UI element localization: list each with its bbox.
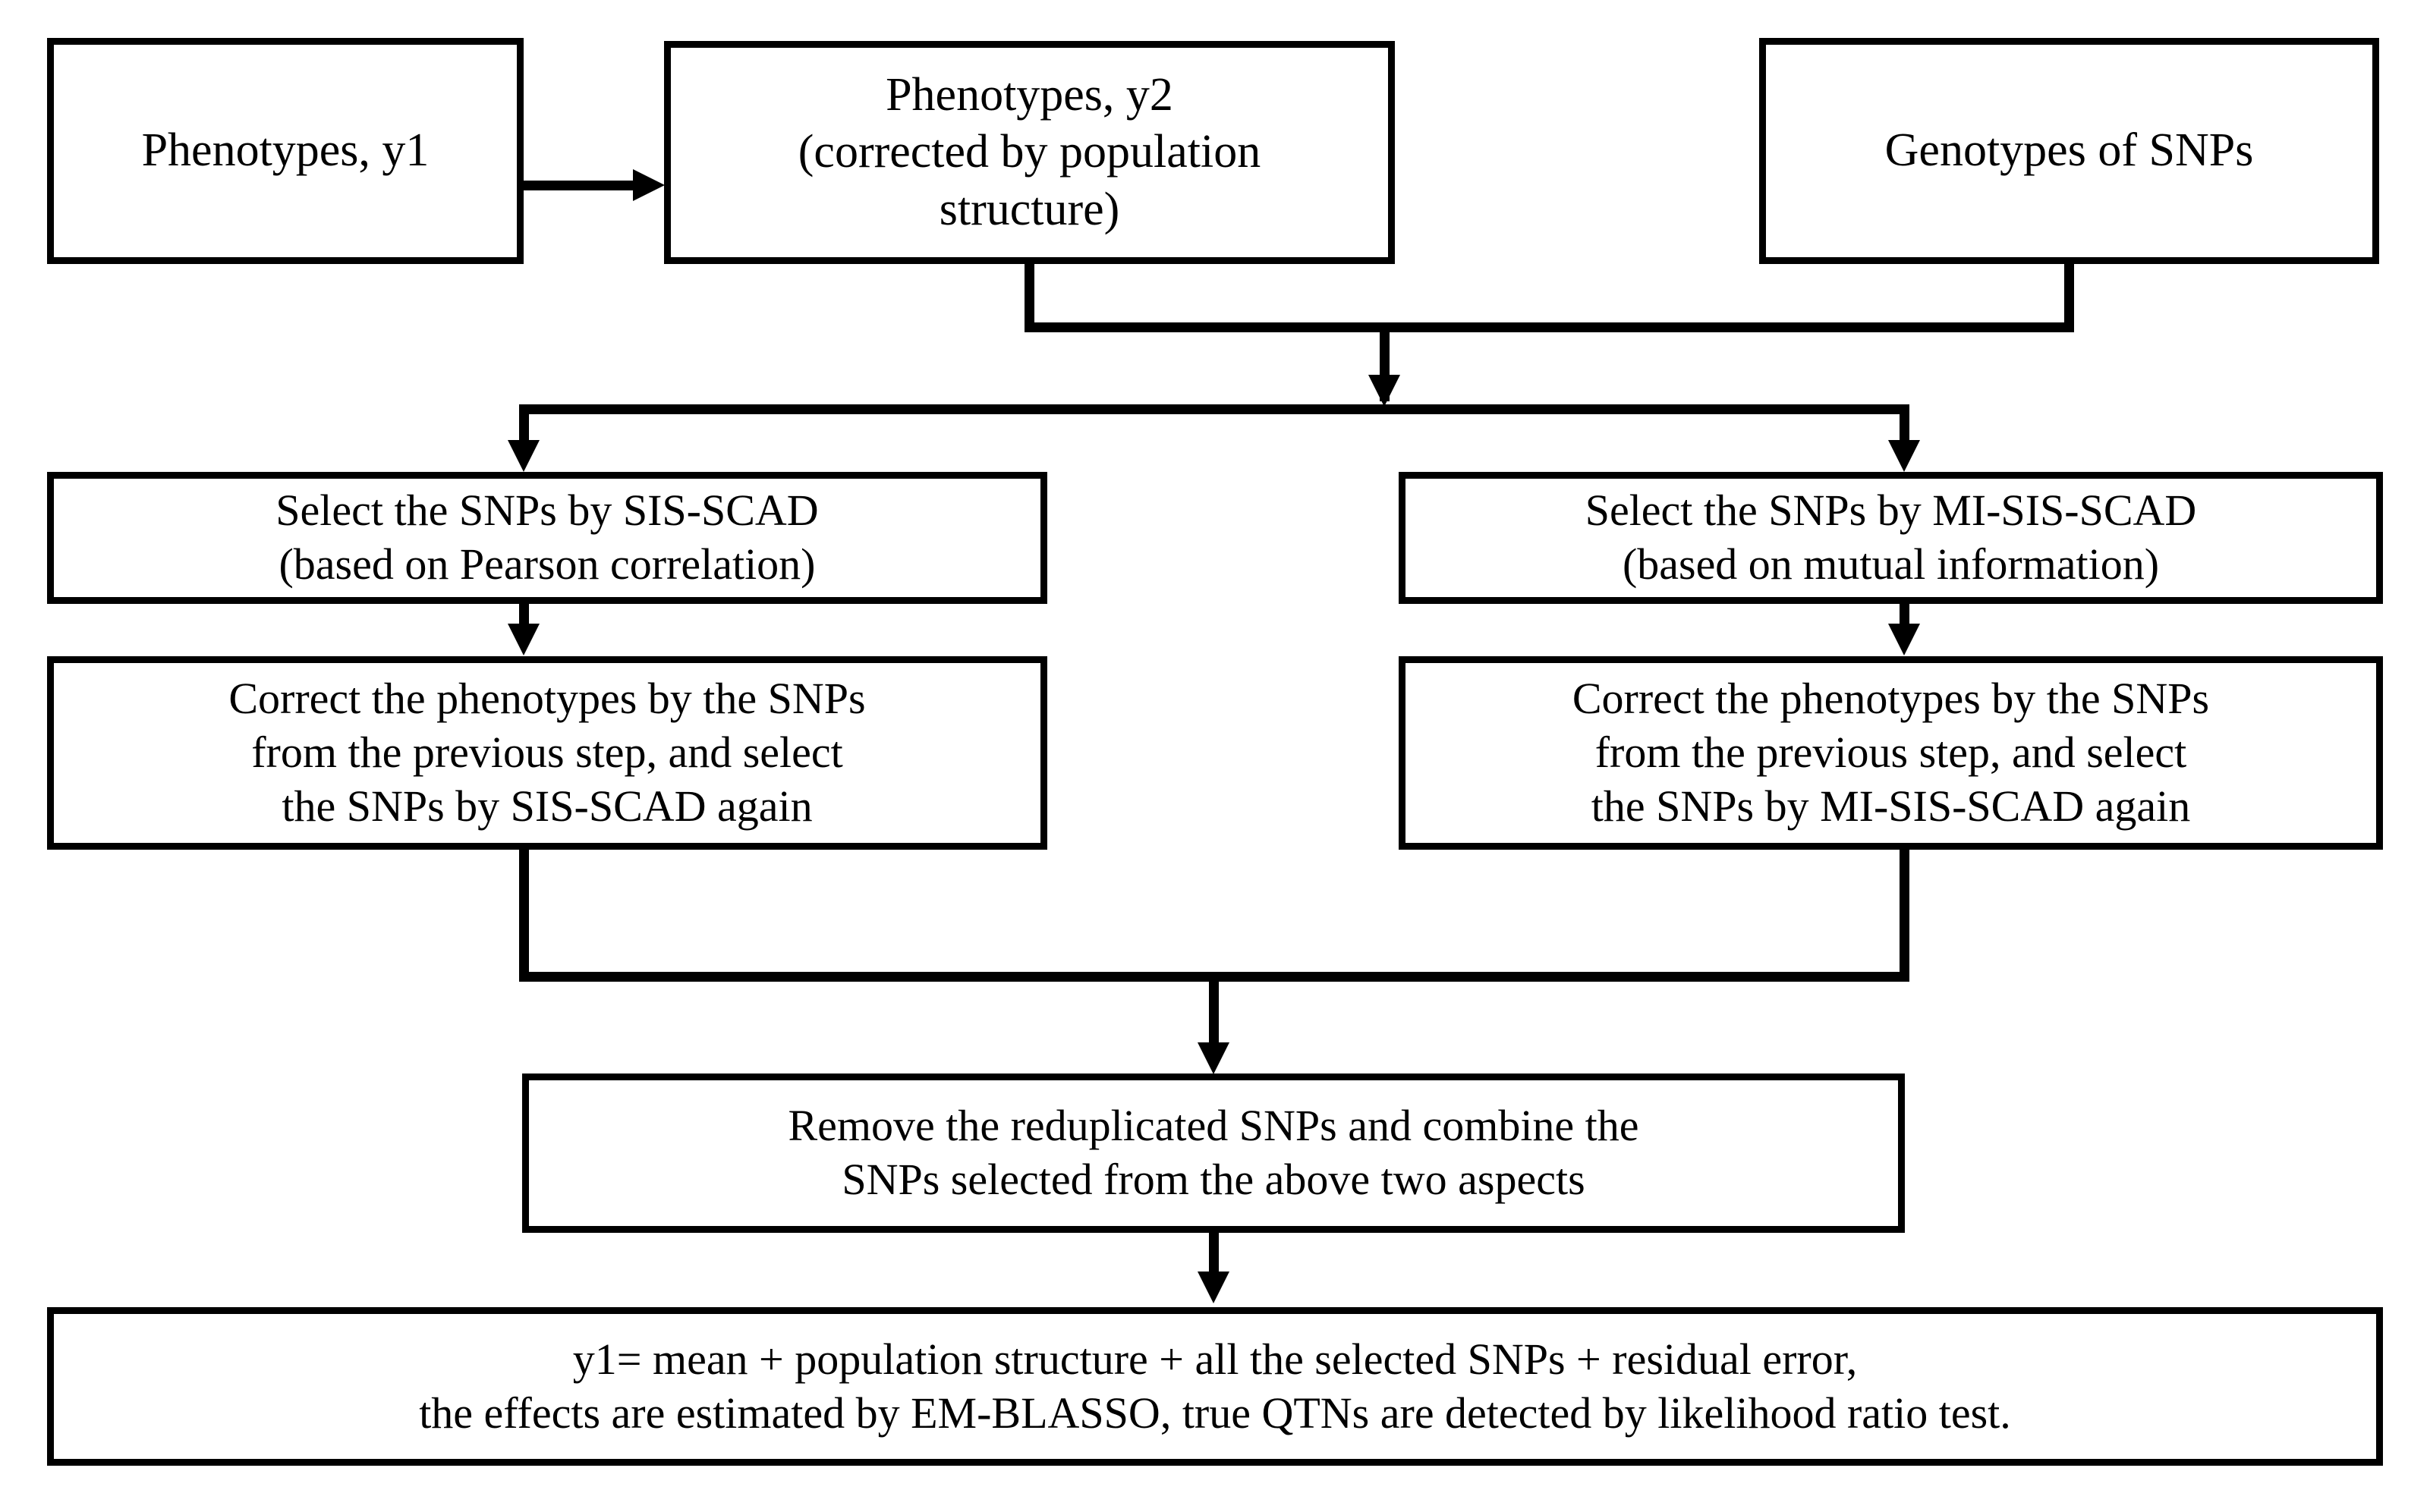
edge-select-misis-to-correct-misis-arrowhead bbox=[1888, 624, 1920, 655]
edge-remove-to-final-line bbox=[1209, 1233, 1219, 1275]
edge-select-misis-to-correct-misis-line bbox=[1900, 604, 1909, 627]
edge-merge-to-remove-arrowhead bbox=[1198, 1042, 1229, 1074]
node-phenotypes-y1-label: Phenotypes, y1 bbox=[141, 124, 430, 177]
node-select-mi-sis-scad-label: Select the SNPs by MI-SIS-SCAD (based on… bbox=[1585, 486, 2197, 589]
node-phenotypes-y2: Phenotypes, y2 (corrected by population … bbox=[664, 41, 1395, 264]
edge-merge-inputs-bar bbox=[1025, 322, 2074, 332]
node-remove-reduplicated-snps: Remove the reduplicated SNPs and combine… bbox=[522, 1073, 1905, 1233]
node-select-mi-sis-scad: Select the SNPs by MI-SIS-SCAD (based on… bbox=[1399, 472, 2383, 604]
edge-genotypes-down-stub bbox=[2064, 264, 2074, 328]
edge-correct-misis-down-stub bbox=[1900, 850, 1909, 977]
edge-split-right-drop bbox=[1900, 404, 1909, 446]
edge-branch-merge-bar bbox=[519, 972, 1909, 982]
node-phenotypes-y2-label: Phenotypes, y2 (corrected by population … bbox=[798, 68, 1261, 235]
edge-merge-to-remove-line bbox=[1209, 977, 1219, 1047]
node-phenotypes-y1: Phenotypes, y1 bbox=[47, 38, 524, 264]
node-correct-sis-scad-label: Correct the phenotypes by the SNPs from … bbox=[228, 674, 866, 831]
node-select-sis-scad: Select the SNPs by SIS-SCAD (based on Pe… bbox=[47, 472, 1047, 604]
node-correct-mi-sis-scad-label: Correct the phenotypes by the SNPs from … bbox=[1572, 674, 2210, 831]
edge-select-sis-to-correct-sis-line bbox=[519, 604, 529, 627]
edge-correct-sis-down-stub bbox=[519, 850, 529, 977]
node-genotypes-of-snps-label: Genotypes of SNPs bbox=[1884, 124, 2254, 177]
edge-split-branches-bar bbox=[519, 404, 1909, 414]
node-correct-sis-scad: Correct the phenotypes by the SNPs from … bbox=[47, 656, 1047, 850]
node-select-sis-scad-label: Select the SNPs by SIS-SCAD (based on Pe… bbox=[275, 486, 819, 589]
edge-y1-to-y2-line bbox=[524, 181, 637, 190]
edge-select-sis-to-correct-sis-arrowhead bbox=[508, 624, 540, 655]
node-final-model: y1= mean + population structure + all th… bbox=[47, 1307, 2383, 1466]
edge-merge-trunk-arrowhead bbox=[1368, 375, 1400, 407]
edge-split-left-arrowhead bbox=[508, 440, 540, 472]
node-final-model-label: y1= mean + population structure + all th… bbox=[419, 1334, 2011, 1438]
node-remove-reduplicated-snps-label: Remove the reduplicated SNPs and combine… bbox=[788, 1101, 1639, 1204]
edge-remove-to-final-arrowhead bbox=[1198, 1272, 1229, 1303]
edge-y1-to-y2-arrowhead bbox=[633, 169, 665, 201]
edge-split-left-drop bbox=[519, 404, 529, 446]
node-genotypes-of-snps: Genotypes of SNPs bbox=[1759, 38, 2379, 264]
node-correct-mi-sis-scad: Correct the phenotypes by the SNPs from … bbox=[1399, 656, 2383, 850]
edge-y2-down-stub bbox=[1025, 264, 1034, 328]
edge-split-right-arrowhead bbox=[1888, 440, 1920, 472]
